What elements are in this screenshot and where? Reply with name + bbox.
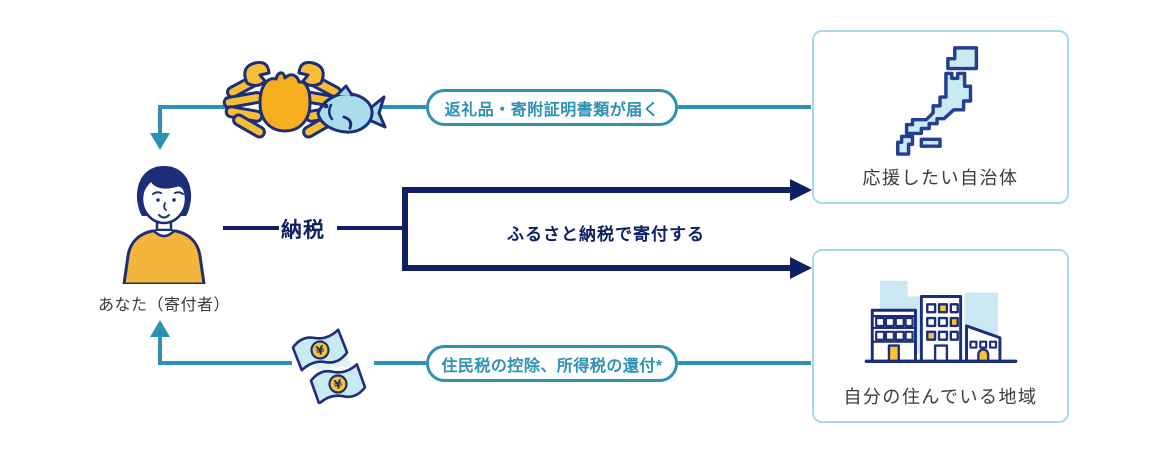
- svg-text:¥: ¥: [333, 377, 344, 392]
- gift-pill: 返礼品・寄附証明書類が届く: [426, 89, 678, 126]
- arrow-to-home-area: [790, 257, 812, 279]
- japan-map-icon: [895, 46, 978, 156]
- refund-elbow-line: [158, 334, 292, 365]
- home-area-box: 自分の住んでいる地域: [812, 249, 1069, 423]
- money-bills-icon: ¥ ¥: [291, 328, 367, 405]
- arrow-down-to-donor: [150, 133, 170, 150]
- municipality-label: 応援したい自治体: [862, 168, 1019, 188]
- city-buildings-icon: [864, 280, 1017, 364]
- gift-illustration: [222, 55, 387, 150]
- donor-node: あなた（寄付者）: [84, 160, 244, 315]
- arrow-to-municipality: [790, 179, 812, 201]
- refund-pill: 住民税の控除、所得税の還付*: [426, 345, 678, 382]
- home-area-label: 自分の住んでいる地域: [843, 387, 1038, 407]
- refund-illustration: ¥ ¥: [286, 326, 370, 409]
- person-icon: [122, 166, 206, 286]
- fish-icon: [316, 84, 387, 134]
- arrow-up-to-donor: [150, 320, 170, 337]
- svg-text:¥: ¥: [315, 343, 327, 359]
- gift-elbow-line: [158, 105, 238, 134]
- municipality-box: 応援したい自治体: [812, 30, 1069, 204]
- donate-flow-label: ふるさと納税で寄付する: [507, 225, 705, 244]
- tax-label: 納税: [281, 219, 325, 242]
- donor-label: あなた（寄付者）: [97, 297, 230, 314]
